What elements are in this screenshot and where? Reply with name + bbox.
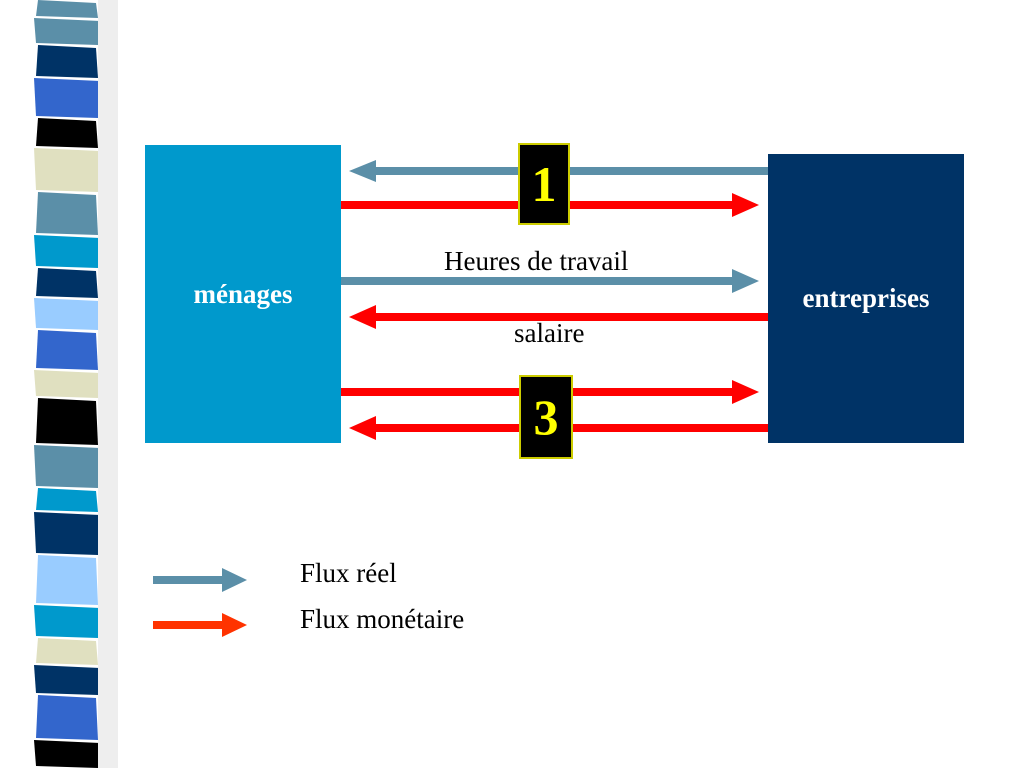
decorative-stripe [34,512,100,555]
decorative-stripe [36,555,98,605]
badge-3-text: 3 [533,389,559,445]
arrow-labor-hours [341,269,759,293]
decorative-stripe [34,235,100,268]
decorative-stripe [36,695,98,740]
decorative-stripe [34,148,100,192]
decorative-stripe [36,45,98,78]
wage-flow-label: salaire [514,318,585,348]
decorative-stripe [34,665,100,695]
decorative-stripe-bar [0,0,120,768]
decorative-stripe [36,192,98,235]
decorative-stripe [34,18,100,45]
legend-monetary-flow-arrow [153,613,247,637]
decorative-stripe [34,298,100,330]
households-box: ménages [145,145,341,443]
households-label: ménages [193,278,293,309]
legend-real-flow-arrow [153,568,247,592]
decorative-stripe [36,268,98,298]
decorative-stripe [34,740,100,768]
legend-monetary-flow-label: Flux monétaire [300,604,465,634]
decorative-stripe [36,118,98,148]
arrow-wage [349,305,768,329]
decorative-stripe [36,638,98,665]
decorative-stripe [34,605,100,638]
decorative-stripe [36,330,98,370]
firms-box: entreprises [768,154,964,443]
badge-number-3: 3 [519,375,573,459]
decorative-stripe [36,488,98,512]
decorative-stripe [36,398,98,445]
badge-1-text: 1 [531,156,557,212]
firms-label: entreprises [802,283,930,313]
decorative-shadow [98,0,118,768]
decorative-stripe [34,445,100,488]
badge-number-1: 1 [518,143,570,225]
legend-real-flow-label: Flux réel [300,558,397,588]
labor-flow-label: Heures de travail [444,246,629,276]
decorative-stripe [34,370,100,398]
decorative-stripe [36,0,98,18]
decorative-stripe [34,78,100,118]
